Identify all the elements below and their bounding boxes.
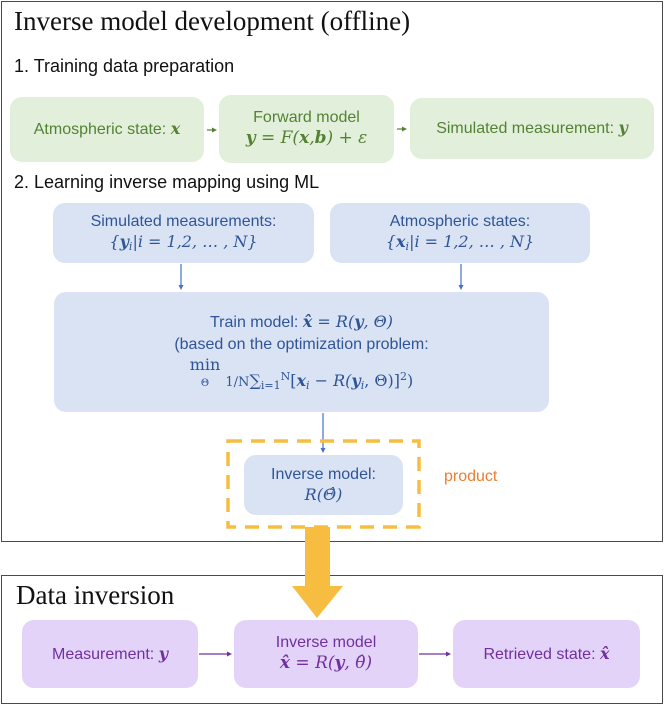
atmospheric-states-label: Atmospheric states: xyxy=(389,213,531,231)
atmospheric-state-box: Atmospheric state: x xyxy=(10,97,204,162)
atmospheric-states-set: {xi|i = 1,2, … , N} xyxy=(385,232,535,254)
product-label: product xyxy=(444,468,498,485)
atmospheric-states-set-box: Atmospheric states: {xi|i = 1,2, … , N} xyxy=(330,203,590,263)
retrieved-state-var: x̂ xyxy=(599,643,610,663)
data-inversion-title: Data inversion xyxy=(16,580,175,610)
train-model-box: Train model: x̂ = R(y, Θ) (based on the … xyxy=(54,292,549,412)
development-title: Inverse model development (offline) xyxy=(14,6,411,36)
train-model-line: Train model: x̂ = R(y, Θ) xyxy=(209,311,394,331)
inverse-model-box: Inverse model x̂ = R(y, θ̂) xyxy=(234,620,418,688)
inverse-model-apply-label: Inverse model xyxy=(275,634,377,652)
simulated-measurements-set: {yi|i = 1,2, … , N} xyxy=(109,232,258,254)
inverse-model-equation: R(Θ̂) xyxy=(304,485,343,504)
optimization-note: (based on the optimization problem: xyxy=(174,336,429,354)
simulated-measurement-var: y xyxy=(618,118,628,137)
inverse-model-label: Inverse model: xyxy=(271,466,376,483)
section-training-data: 1. Training data preparation xyxy=(14,56,235,76)
measurement-label: Measurement: xyxy=(51,645,159,663)
inverse-model-product-box: Inverse model: R(Θ̂) xyxy=(244,455,403,515)
section-learning-mapping: 2. Learning inverse mapping using ML xyxy=(14,172,320,192)
simulated-measurements-set-box: Simulated measurements: {yi|i = 1,2, … ,… xyxy=(53,203,314,263)
retrieved-state-box: Retrieved state: x̂ xyxy=(453,620,640,688)
simulated-measurement-label: Simulated measurement: xyxy=(436,120,619,137)
forward-model-label: Forward model xyxy=(253,109,360,127)
inverse-model-apply-equation: x̂ = R(y, θ̂) xyxy=(279,653,373,674)
retrieved-state-label: Retrieved state: xyxy=(483,645,600,663)
measurement-var: y xyxy=(158,643,168,663)
atmospheric-state-label: Atmospheric state: xyxy=(33,121,171,138)
forward-model-box: Forward model y = F(x,b) + ε xyxy=(219,95,394,163)
forward-model-equation: y = F(x,b) + ε xyxy=(245,128,368,149)
atmospheric-state-var: x xyxy=(170,119,181,138)
simulated-measurement-box: Simulated measurement: y xyxy=(410,98,654,159)
simulated-measurements-label: Simulated measurements: xyxy=(90,213,277,231)
measurement-box: Measurement: y xyxy=(22,620,198,688)
